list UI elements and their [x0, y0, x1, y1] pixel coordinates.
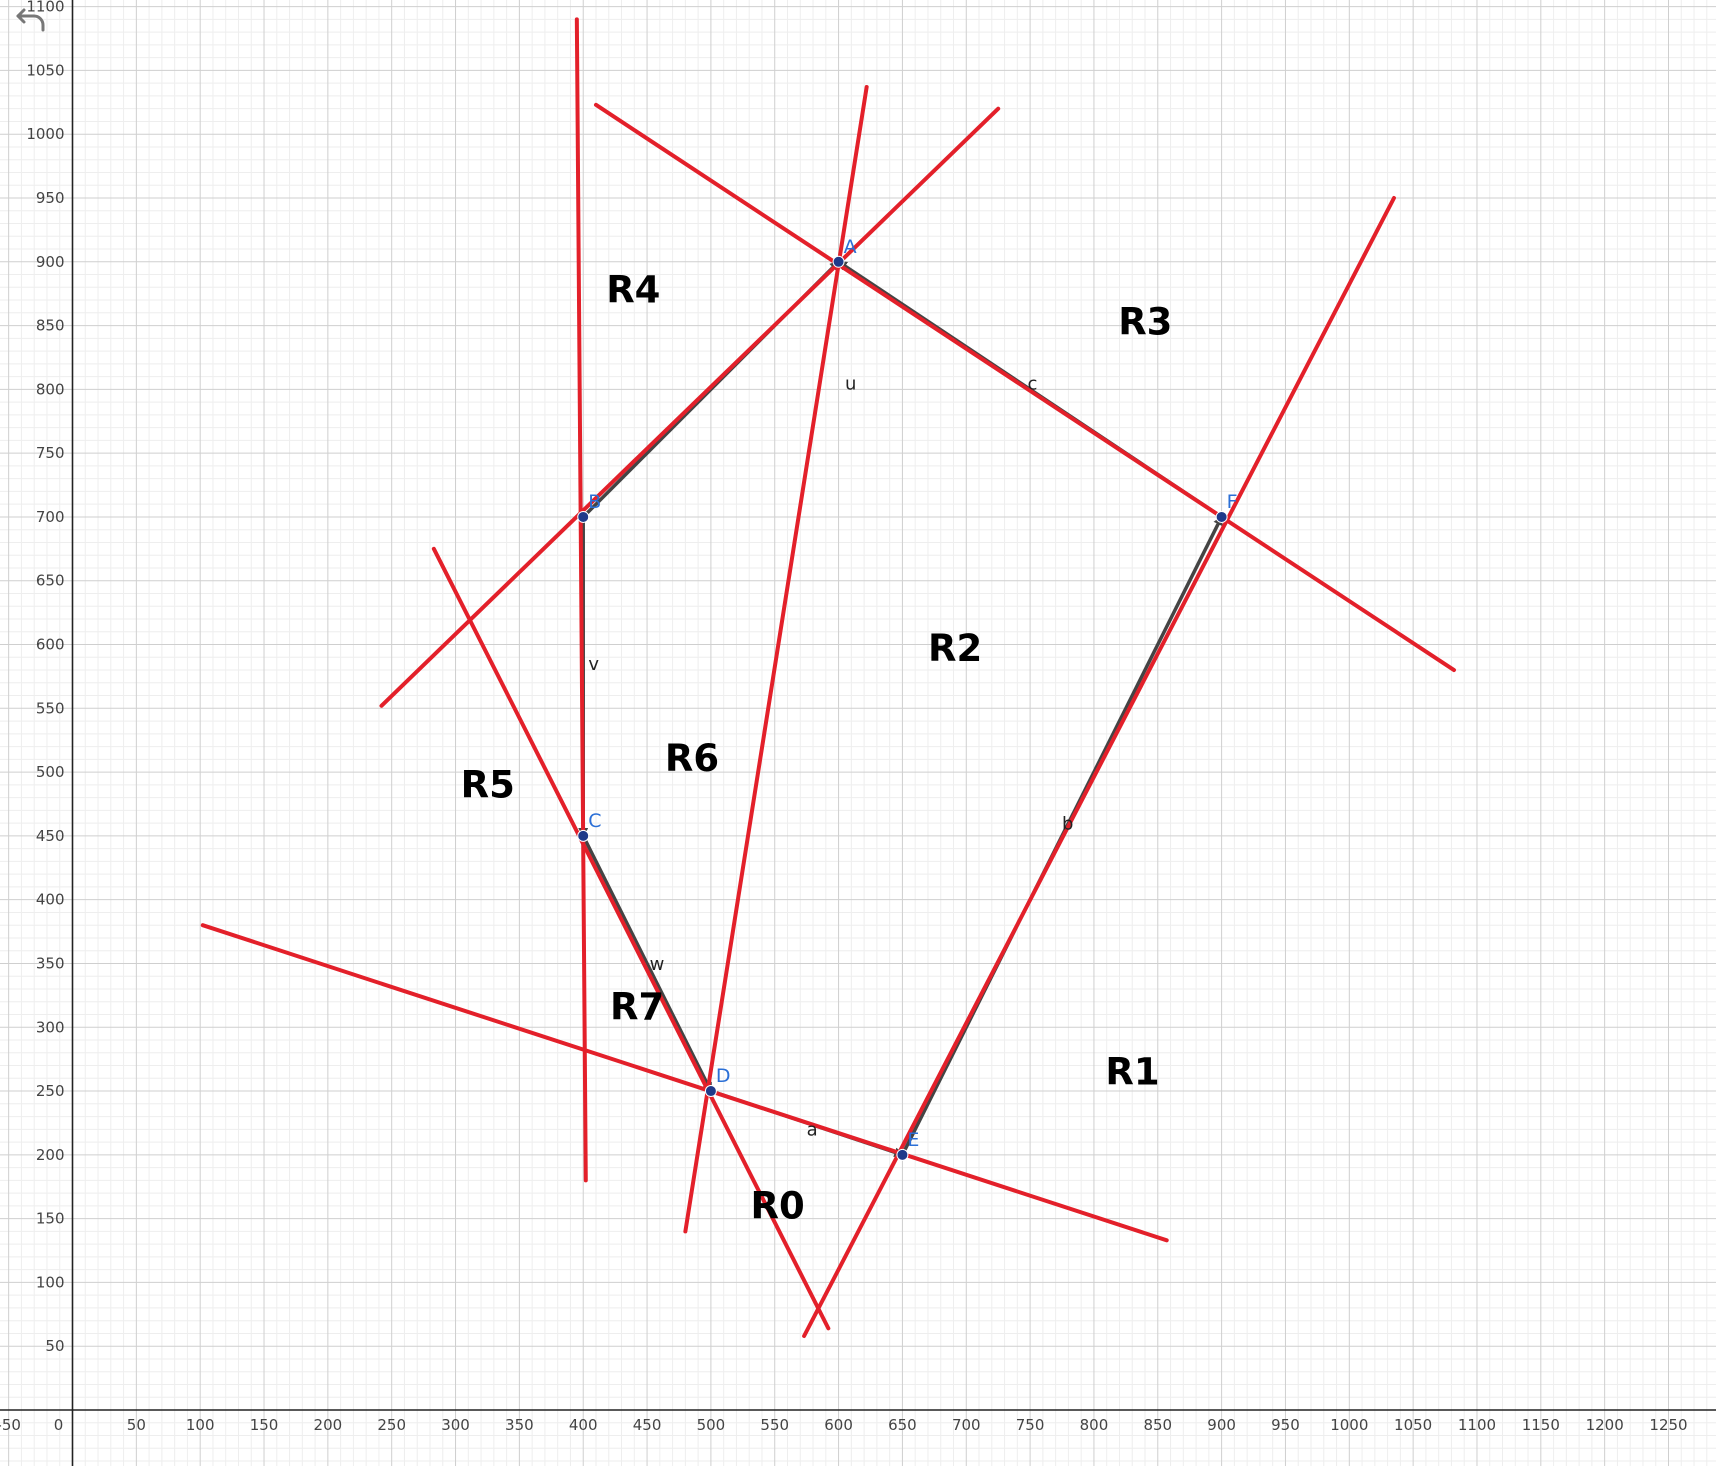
region-label-R4: R4 [606, 269, 660, 312]
x-tick-label: 50 [127, 1416, 146, 1434]
y-tick-label: 200 [36, 1146, 65, 1164]
x-tick-label: 400 [569, 1416, 598, 1434]
vector-w[interactable] [581, 835, 713, 1093]
y-tick-label: 950 [36, 189, 65, 207]
red-line-1[interactable] [574, 17, 588, 1183]
x-tick-label: 1200 [1586, 1416, 1624, 1434]
red-line-3[interactable] [683, 84, 869, 1234]
x-tick-label: 300 [441, 1416, 470, 1434]
line-layer [200, 17, 1456, 1339]
y-tick-label: 700 [36, 508, 65, 526]
vector-label-w: w [650, 954, 665, 975]
y-tick-label: 600 [36, 636, 65, 654]
y-tick-label: 900 [36, 253, 65, 271]
x-tick-label: 1000 [1330, 1416, 1368, 1434]
region-label-R7: R7 [610, 986, 664, 1029]
x-tick-label: -50 [0, 1416, 21, 1434]
y-tick-label: 400 [36, 891, 65, 909]
point-B[interactable] [577, 510, 590, 523]
point-C[interactable] [577, 829, 590, 842]
y-tick-label: 450 [36, 827, 65, 845]
vector-label-b: b [1062, 814, 1073, 835]
y-tick-label: 500 [36, 763, 65, 781]
region-label-R5: R5 [461, 764, 515, 807]
x-tick-label: 750 [1016, 1416, 1045, 1434]
x-tick-label: 700 [952, 1416, 981, 1434]
x-tick-label: 1150 [1522, 1416, 1560, 1434]
x-tick-label: 350 [505, 1416, 534, 1434]
x-tick-label: 150 [250, 1416, 279, 1434]
point-label-E: E [907, 1129, 919, 1151]
y-tick-label: 650 [36, 572, 65, 590]
region-label-R2: R2 [928, 627, 982, 670]
red-line-6[interactable] [431, 546, 831, 1331]
point-label-A: A [844, 236, 857, 258]
x-tick-label: 500 [697, 1416, 726, 1434]
x-tick-label: 100 [186, 1416, 215, 1434]
x-tick-label: 900 [1207, 1416, 1236, 1434]
y-tick-label: 50 [45, 1337, 64, 1355]
y-tick-label: 350 [36, 954, 65, 972]
x-tick-label: 650 [888, 1416, 917, 1434]
point-F[interactable] [1215, 510, 1228, 523]
red-line-5[interactable] [802, 195, 1396, 1339]
point-label-F: F [1227, 491, 1238, 513]
vector-label-a: a [807, 1120, 818, 1141]
point-D[interactable] [704, 1085, 717, 1098]
region-label-R1: R1 [1105, 1051, 1159, 1094]
x-tick-label: 1100 [1458, 1416, 1496, 1434]
point-A[interactable] [832, 255, 845, 268]
x-tick-label: 800 [1080, 1416, 1109, 1434]
region-label-R3: R3 [1118, 301, 1172, 344]
vector-label-c: c [1028, 373, 1038, 394]
x-tick-label: 1250 [1649, 1416, 1687, 1434]
region-label-R6: R6 [665, 737, 719, 780]
x-tick-label: 200 [314, 1416, 343, 1434]
vector-label-u: u [845, 373, 856, 394]
axis-tick-labels: -50 0 50 100 150 200 250 300 350 400 450 500 550 600 6… [0, 0, 1688, 1434]
y-tick-label: 1100 [26, 0, 64, 16]
segment-label-layer: u c b v w a [588, 373, 1073, 1140]
x-tick-label: 850 [1143, 1416, 1172, 1434]
y-tick-label: 150 [36, 1210, 65, 1228]
x-tick-label: 950 [1271, 1416, 1300, 1434]
y-tick-label: 750 [36, 444, 65, 462]
y-tick-label: 550 [36, 699, 65, 717]
point-label-C: C [588, 810, 601, 832]
point-E[interactable] [896, 1148, 909, 1161]
undo-icon[interactable] [14, 4, 50, 34]
y-tick-label: 250 [36, 1082, 65, 1100]
y-tick-label: 850 [36, 317, 65, 335]
point-label-D: D [716, 1065, 731, 1087]
x-tick-label: 0 [54, 1416, 64, 1434]
region-label-R0: R0 [750, 1185, 804, 1228]
y-tick-label: 800 [36, 380, 65, 398]
x-tick-label: 450 [633, 1416, 662, 1434]
y-tick-label: 300 [36, 1018, 65, 1036]
point-layer: A B C D E F [577, 236, 1238, 1161]
y-tick-label: 1000 [26, 125, 64, 143]
y-tick-label: 1050 [26, 61, 64, 79]
red-line-4[interactable] [379, 106, 1001, 708]
point-label-B: B [588, 491, 601, 513]
y-tick-label: 100 [36, 1273, 65, 1291]
x-tick-label: 250 [377, 1416, 406, 1434]
x-tick-label: 600 [824, 1416, 853, 1434]
x-tick-label: 550 [760, 1416, 789, 1434]
vector-label-v: v [588, 654, 599, 675]
red-line-2[interactable] [593, 102, 1456, 673]
red-line-7[interactable] [200, 923, 1169, 1243]
x-tick-label: 1050 [1394, 1416, 1432, 1434]
